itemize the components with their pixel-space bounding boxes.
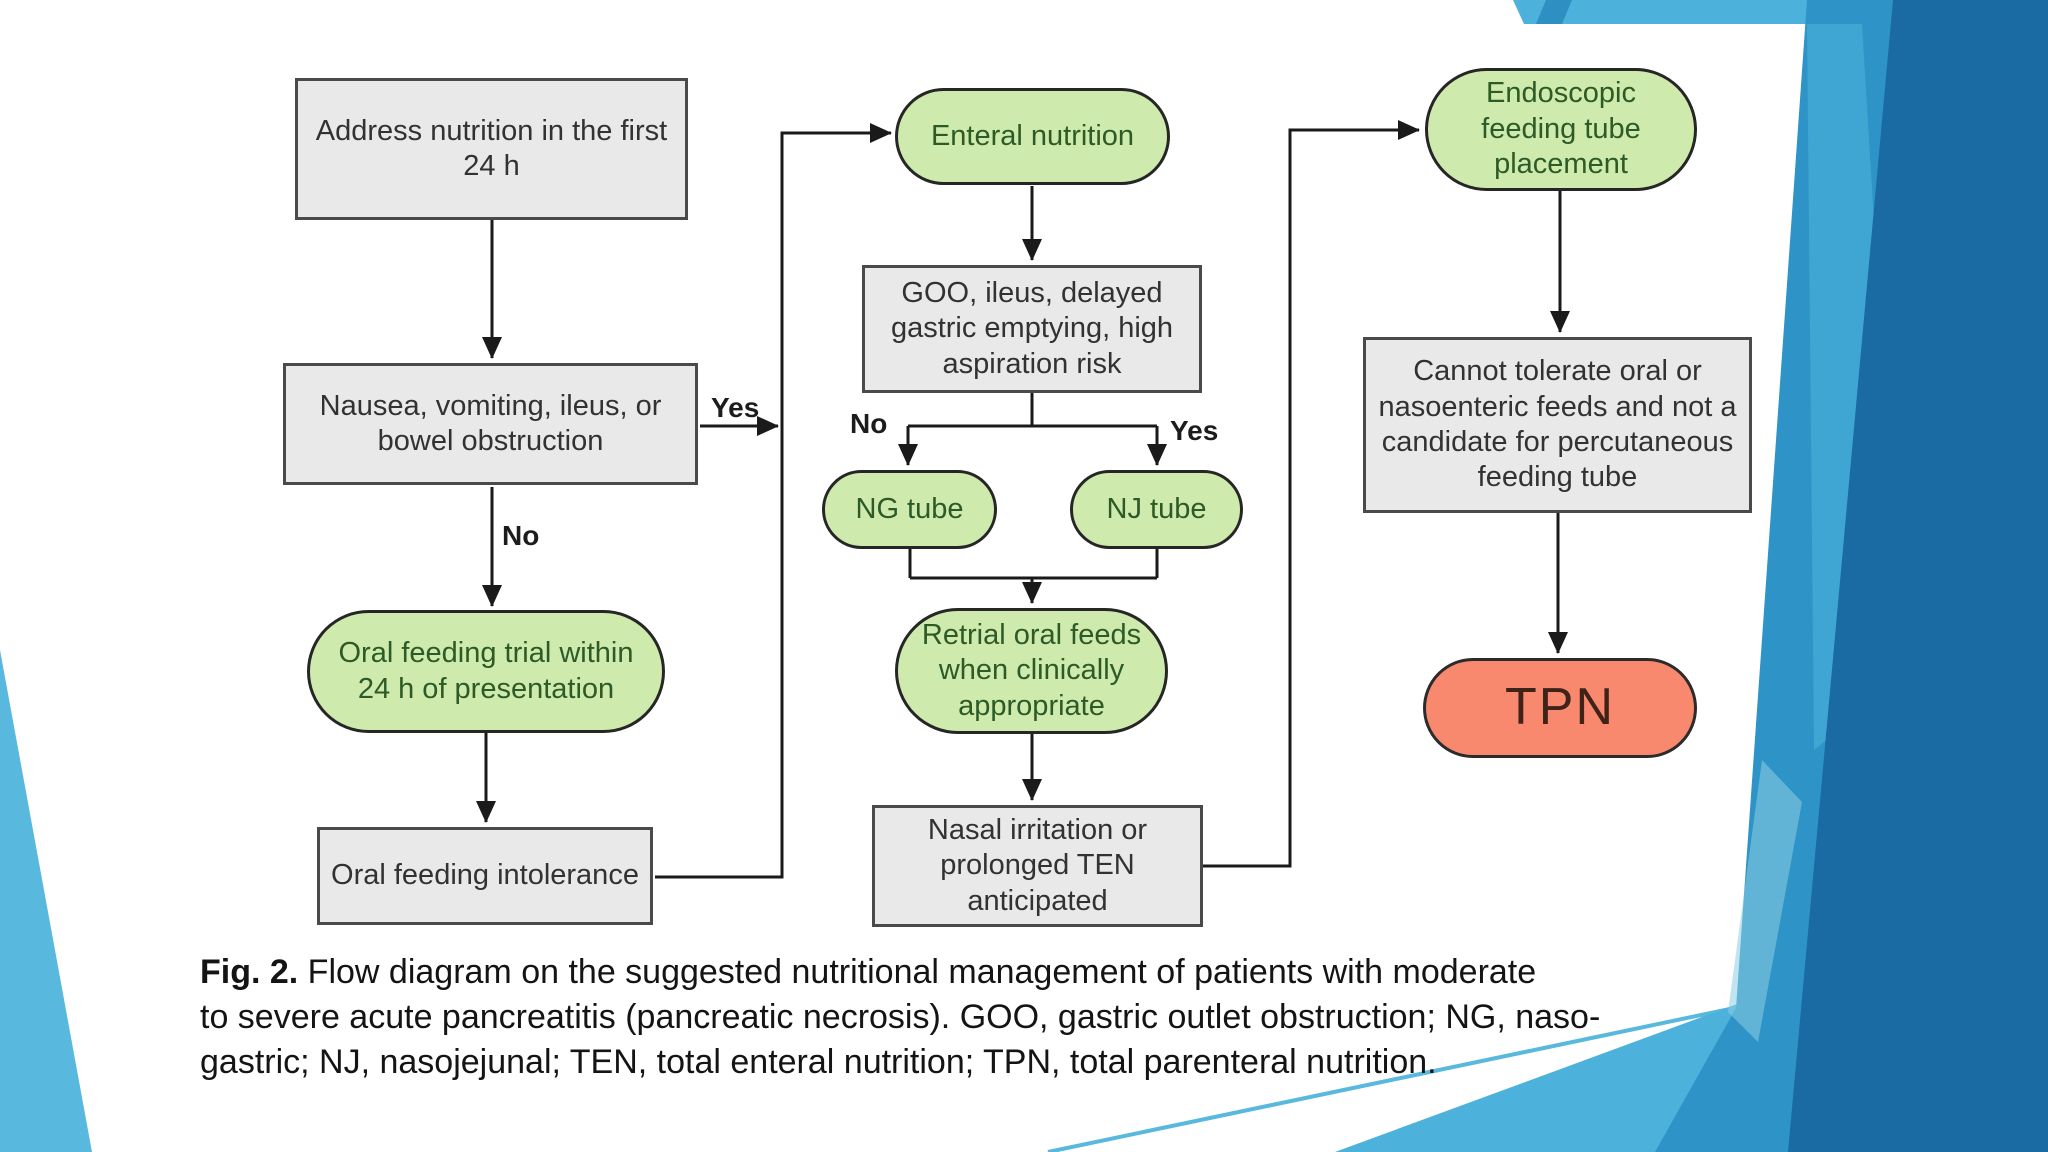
- figure-caption-line2: to severe acute pancreatitis (pancreatic…: [200, 998, 1601, 1036]
- edge-label-yes-enteral: Yes: [711, 392, 760, 423]
- edge-label-no-oral-trial: No: [502, 520, 540, 551]
- figure-caption-line3: gastric; NJ, nasojejunal; TEN, total ent…: [200, 1043, 1437, 1081]
- node-oral-feeding-trial: Oral feeding trial within 24 h of presen…: [307, 610, 665, 733]
- node-enteral-nutrition: Enteral nutrition: [895, 88, 1170, 185]
- node-address-nutrition: Address nutrition in the first 24 h: [295, 78, 688, 220]
- decor-left-wedge: [0, 650, 92, 1152]
- decor-right-mass-dark: [1788, 0, 2048, 1152]
- node-ng-tube: NG tube: [822, 470, 997, 549]
- node-nasal-irritation: Nasal irritation or prolonged TEN antici…: [872, 805, 1203, 927]
- connector-nasal-to-endoscopic: [1203, 120, 1420, 868]
- node-tpn: TPN: [1423, 658, 1697, 758]
- node-retrial-oral-feeds: Retrial oral feeds when clinically appro…: [895, 608, 1168, 734]
- node-cannot-tolerate: Cannot tolerate oral or nasoenteric feed…: [1363, 337, 1752, 513]
- decor-bottom-line: [1047, 1004, 1745, 1152]
- decor-top-band: [1513, 0, 1807, 24]
- node-goo-risk: GOO, ileus, delayed gastric emptying, hi…: [862, 265, 1202, 393]
- edge-label-yes-nj: Yes: [1170, 415, 1219, 446]
- edge-label-no-ng: No: [850, 408, 888, 439]
- decor-right-facet: [1728, 760, 1802, 1042]
- node-nausea-vomiting: Nausea, vomiting, ileus, or bowel obstru…: [283, 363, 698, 485]
- node-endoscopic-feeding-tube: Endoscopic feeding tube placement: [1425, 68, 1697, 191]
- node-oral-feeding-intolerance: Oral feeding intolerance: [317, 827, 653, 925]
- node-nj-tube: NJ tube: [1070, 470, 1243, 549]
- figure-caption-label: Fig. 2.: [200, 953, 299, 991]
- decor-top-band-accent: [1536, 0, 1572, 24]
- connector-intolerance-to-enteral: [655, 123, 892, 879]
- figure-caption-line1: Flow diagram on the suggested nutritiona…: [298, 953, 1537, 991]
- figure-caption: Fig. 2. Flow diagram on the suggested nu…: [200, 950, 1601, 1085]
